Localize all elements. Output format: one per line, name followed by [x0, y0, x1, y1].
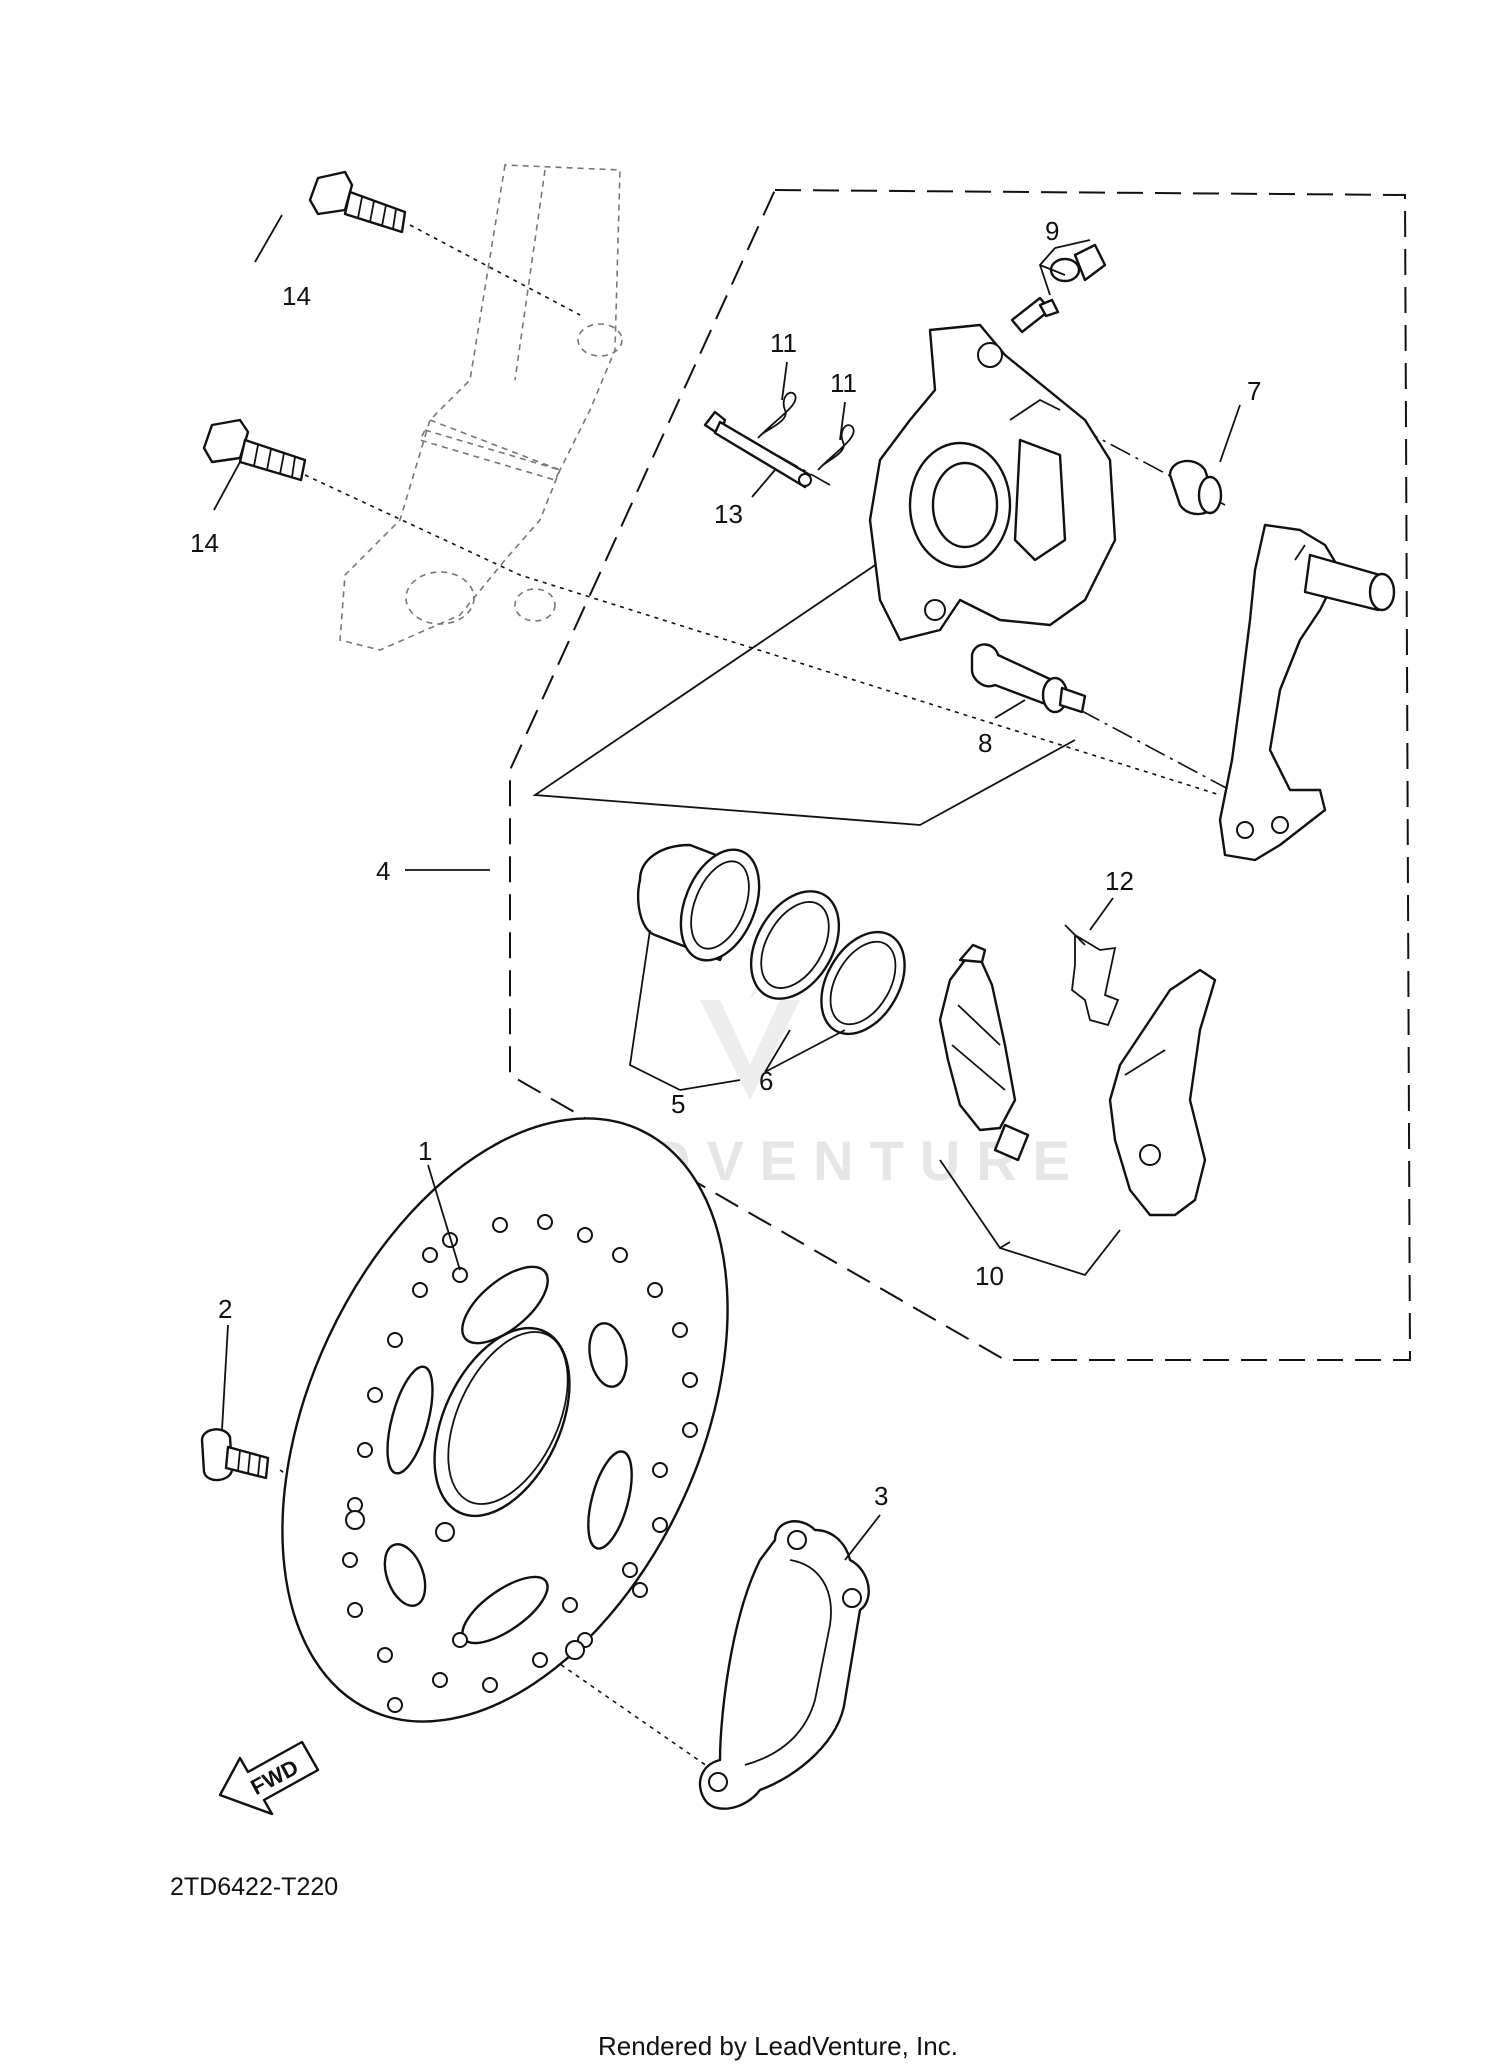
- caliper-body: [868, 323, 1117, 642]
- callout-8: 8: [978, 728, 992, 758]
- mounting-bolt-upper: [308, 170, 407, 234]
- piston-seal: [749, 890, 841, 1000]
- brake-pad-inner: [938, 943, 1030, 1162]
- bleed-screw: [1010, 243, 1107, 334]
- disc-bolt: [200, 1428, 270, 1482]
- caliper-piston: [636, 843, 761, 962]
- pad-pin-clip-left: [757, 391, 797, 439]
- brake-disc: [281, 1117, 729, 1723]
- pad-pin-13: [703, 410, 812, 489]
- fwd-arrow-icon: FWD: [218, 1740, 320, 1816]
- footer-credit: Rendered by LeadVenture, Inc.: [598, 2031, 958, 2061]
- callout-13: 13: [714, 499, 743, 529]
- pad-spring: [1064, 924, 1120, 1027]
- callout-7: 7: [1247, 376, 1261, 406]
- slide-pin-8: [970, 643, 1087, 714]
- callout-11-left: 11: [770, 328, 797, 358]
- caliper-boot: [1168, 459, 1223, 516]
- callout-3: 3: [874, 1481, 888, 1511]
- callout-5: 5: [671, 1089, 685, 1119]
- fork-leg-outline: [339, 164, 623, 651]
- callout-labels: 14 14 9 11 11 13 7 8 12 4 5 6 10 1 2 3: [190, 216, 1261, 1511]
- caliper-assembly-boundary: [509, 188, 1412, 1361]
- brake-pad-outer: [1108, 968, 1217, 1217]
- callout-11-right: 11: [830, 368, 857, 398]
- dust-seal: [820, 930, 906, 1036]
- callout-10: 10: [975, 1261, 1004, 1291]
- diagram-code: 2TD6422-T220: [170, 1873, 338, 1901]
- callout-14-lower: 14: [190, 528, 219, 558]
- callout-leaders: [213, 214, 1241, 1561]
- callout-1: 1: [418, 1136, 432, 1166]
- callout-6: 6: [759, 1066, 773, 1096]
- mounting-bolt-lower: [202, 418, 307, 482]
- callout-12: 12: [1105, 866, 1134, 896]
- callout-4: 4: [376, 856, 390, 886]
- callout-2: 2: [218, 1294, 232, 1324]
- callout-14-upper: 14: [282, 281, 311, 311]
- disc-vent-holes: [342, 1214, 698, 1713]
- disc-spacer-plate: [698, 1520, 870, 1810]
- callout-9: 9: [1045, 216, 1059, 246]
- caliper-bracket: [1218, 523, 1396, 862]
- pad-pin-clip-right: [817, 424, 855, 471]
